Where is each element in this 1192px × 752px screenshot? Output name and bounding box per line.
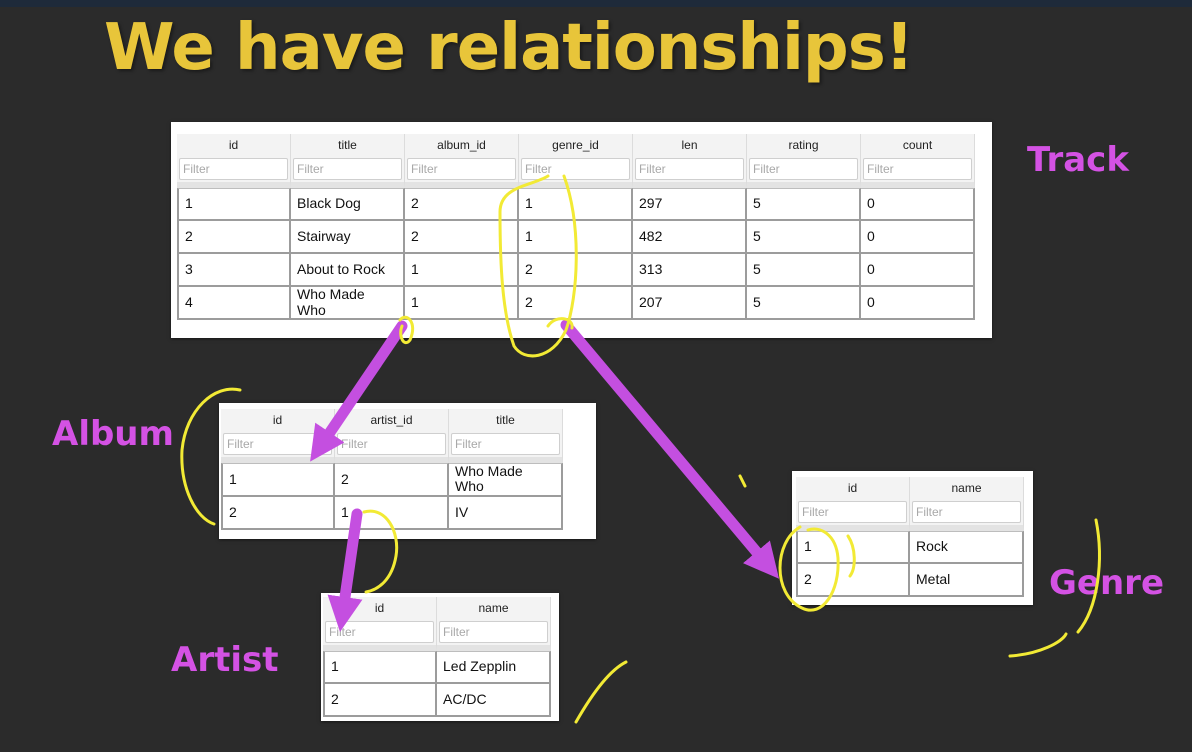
track-col-len[interactable]: len [633,134,747,156]
track-cell[interactable]: 207 [633,287,747,320]
table-row[interactable]: 2 1 IV [221,496,563,530]
table-row[interactable]: 3 About to Rock 1 2 313 5 0 [177,254,975,287]
artist-cell[interactable]: AC/DC [437,684,551,717]
genre-filter-id[interactable] [798,501,907,523]
album-cell[interactable]: Who Made Who [449,463,563,497]
artist-col-name[interactable]: name [437,597,551,619]
track-cell[interactable]: Who Made Who [291,286,405,320]
track-cell[interactable]: 5 [747,287,861,320]
genre-cell[interactable]: Rock [910,531,1024,564]
album-filter-id[interactable] [223,433,332,455]
artist-col-id[interactable]: id [323,597,437,619]
track-filter-genre-id[interactable] [521,158,630,180]
track-filter-id[interactable] [179,158,288,180]
yellow-tick-mark [574,660,628,724]
track-cell[interactable]: 1 [177,188,291,221]
track-cell[interactable]: 0 [861,254,975,287]
track-cell[interactable]: 2 [177,221,291,254]
track-cell[interactable]: 482 [633,221,747,254]
track-cell[interactable]: Black Dog [291,188,405,221]
track-cell[interactable]: 2 [519,287,633,320]
genre-table: id name 1 Rock 2 Metal [796,477,1024,597]
track-col-genre-id[interactable]: genre_id [519,134,633,156]
table-row[interactable]: 1 Led Zepplin [323,651,551,684]
album-col-artist-id[interactable]: artist_id [335,409,449,431]
table-row[interactable]: 1 Black Dog 2 1 297 5 0 [177,188,975,221]
album-col-title[interactable]: title [449,409,563,431]
genre-cell[interactable]: 1 [796,531,910,564]
track-col-title[interactable]: title [291,134,405,156]
album-cell[interactable]: 1 [335,496,449,530]
track-label: Track [1027,140,1129,180]
track-cell[interactable]: 5 [747,188,861,221]
genre-cell[interactable]: Metal [910,564,1024,597]
genre-col-name[interactable]: name [910,477,1024,499]
track-filter-album-id[interactable] [407,158,516,180]
table-row[interactable]: 2 AC/DC [323,684,551,717]
artist-cell[interactable]: 2 [323,684,437,717]
track-filter-count[interactable] [863,158,972,180]
genre-label: Genre [1049,563,1164,603]
track-cell[interactable]: 2 [405,221,519,254]
artist-table-panel: id name 1 Led Zepplin 2 AC/DC [321,593,559,721]
genre-cell[interactable]: 2 [796,564,910,597]
track-cell[interactable]: 297 [633,188,747,221]
genre-col-id[interactable]: id [796,477,910,499]
track-cell[interactable]: 313 [633,254,747,287]
album-cell[interactable]: IV [449,496,563,530]
track-cell[interactable]: 1 [405,287,519,320]
album-col-id[interactable]: id [221,409,335,431]
track-cell[interactable]: 5 [747,221,861,254]
track-cell[interactable]: 0 [861,287,975,320]
track-cell[interactable]: Stairway [291,221,405,254]
track-cell[interactable]: 0 [861,188,975,221]
table-row[interactable]: 1 Rock [796,531,1024,564]
album-label: Album [52,414,174,454]
track-cell[interactable]: 1 [519,221,633,254]
album-table-panel: id artist_id title 1 2 Who Made Who 2 1 … [219,403,596,539]
table-row[interactable]: 2 Metal [796,564,1024,597]
track-cell[interactable]: 2 [405,188,519,221]
album-cell[interactable]: 1 [221,463,335,497]
artist-cell[interactable]: 1 [323,651,437,684]
track-col-count[interactable]: count [861,134,975,156]
track-cell[interactable]: 1 [405,254,519,287]
album-cell[interactable]: 2 [221,496,335,530]
album-filter-title[interactable] [451,433,560,455]
artist-table: id name 1 Led Zepplin 2 AC/DC [323,597,551,717]
artist-cell[interactable]: Led Zepplin [437,651,551,684]
table-row[interactable]: 4 Who Made Who 1 2 207 5 0 [177,286,975,320]
slide-title: We have relationships! [104,11,914,85]
track-col-id[interactable]: id [177,134,291,156]
track-col-album-id[interactable]: album_id [405,134,519,156]
table-row[interactable]: 1 2 Who Made Who [221,463,563,497]
album-table: id artist_id title 1 2 Who Made Who 2 1 … [221,409,563,530]
artist-filter-name[interactable] [439,621,548,643]
track-cell[interactable]: 5 [747,254,861,287]
track-table: id title album_id genre_id len rating co… [177,134,975,320]
track-filter-title[interactable] [293,158,402,180]
track-cell[interactable]: 2 [519,254,633,287]
track-cell[interactable]: 3 [177,254,291,287]
track-table-panel: id title album_id genre_id len rating co… [171,122,992,338]
album-filter-artist-id[interactable] [337,433,446,455]
artist-filter-id[interactable] [325,621,434,643]
album-cell[interactable]: 2 [335,463,449,497]
genre-table-panel: id name 1 Rock 2 Metal [792,471,1033,605]
track-cell[interactable]: 0 [861,221,975,254]
genre-filter-name[interactable] [912,501,1021,523]
track-cell[interactable]: About to Rock [291,254,405,287]
track-cell[interactable]: 1 [519,188,633,221]
track-filter-rating[interactable] [749,158,858,180]
track-col-rating[interactable]: rating [747,134,861,156]
table-row[interactable]: 2 Stairway 2 1 482 5 0 [177,221,975,254]
track-cell[interactable]: 4 [177,287,291,320]
window-top-bar [0,0,1192,7]
arrow-track-to-genre [560,319,780,579]
artist-label: Artist [171,640,279,680]
track-filter-len[interactable] [635,158,744,180]
